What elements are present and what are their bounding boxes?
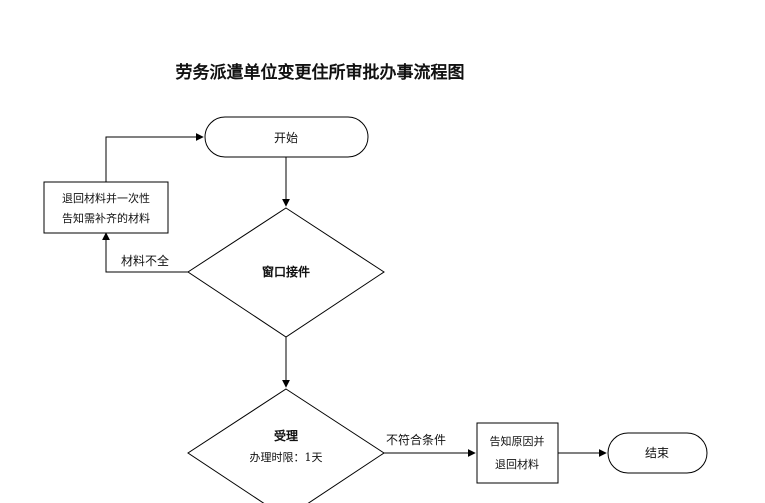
edge-return-to-start: [105, 133, 204, 182]
accept-node: 受理 办理时限：1天: [187, 388, 385, 503]
notify-return-line1: 告知原因并: [490, 434, 545, 448]
end-node: 结束: [607, 432, 708, 474]
edge-not-qualified-label: 不符合条件: [386, 432, 446, 447]
page-title: 劳务派遣单位变更住所审批办事流程图: [175, 63, 465, 83]
window-receive-label: 窗口接件: [262, 264, 310, 279]
window-receive-node: 窗口接件: [187, 207, 385, 338]
notify-return-node: 告知原因并 退回材料: [476, 422, 559, 484]
notify-return-line2: 退回材料: [495, 457, 539, 471]
accept-limit: 办理时限：1天: [250, 451, 323, 464]
accept-title: 受理: [274, 428, 298, 443]
edge-incomplete: [102, 232, 188, 273]
return-materials-node: 退回材料并一次性 告知需补齐的材料: [43, 181, 169, 234]
edge-incomplete-label: 材料不全: [121, 253, 169, 268]
return-materials-line1: 退回材料并一次性: [62, 191, 150, 205]
start-node: 开始: [204, 116, 369, 158]
return-materials-line2: 告知需补齐的材料: [62, 211, 150, 225]
start-label: 开始: [274, 131, 298, 145]
end-label: 结束: [645, 446, 669, 460]
